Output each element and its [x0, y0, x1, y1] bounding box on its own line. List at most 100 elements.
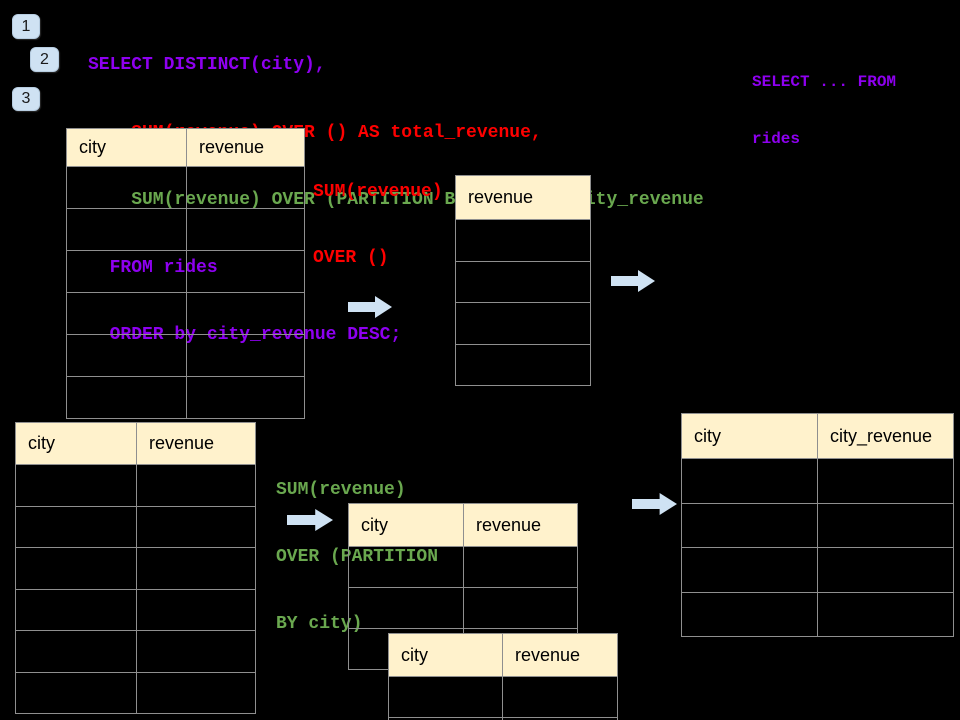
sql-line-from: FROM rides [88, 257, 218, 278]
table-cell [456, 220, 590, 261]
table-cell [16, 465, 137, 506]
table-cell [137, 590, 255, 631]
table-row [16, 671, 255, 713]
sql-line-select: SELECT DISTINCT(city), [88, 55, 326, 75]
select-from-note-line1: SELECT ... FROM [752, 73, 897, 91]
column-header-revenue: revenue [137, 423, 255, 464]
table-cell [389, 677, 503, 717]
table-cell [682, 592, 818, 636]
table-row [16, 588, 255, 631]
table-cell [682, 459, 818, 503]
table-partition-step-header: city revenue [349, 504, 577, 546]
table-cell [818, 593, 953, 637]
table-row [67, 334, 304, 376]
table-cell [464, 588, 577, 628]
column-header-revenue: revenue [464, 504, 577, 546]
table-cell [682, 503, 818, 547]
column-header-revenue: revenue [503, 634, 617, 676]
column-header-revenue: revenue [187, 129, 304, 166]
table-row [349, 546, 577, 587]
flow-arrow-right-icon [348, 296, 392, 318]
table-row [16, 505, 255, 548]
table-cell [187, 167, 304, 208]
table-cell [456, 345, 590, 386]
table-row [67, 166, 304, 208]
table-row [16, 630, 255, 672]
total-window-annotation-line1: SUM(revenue) [313, 182, 443, 202]
table-total-revenue: revenue [455, 175, 591, 386]
table-cell [67, 335, 187, 376]
table-cell [67, 293, 187, 334]
table-source-bottom: city revenue [15, 422, 256, 714]
table-cell [682, 548, 818, 592]
table-row [682, 591, 953, 637]
partition-window-annotation-line1: SUM(revenue) [276, 479, 406, 500]
table-cell [187, 335, 304, 376]
table-row [67, 208, 304, 250]
table-cell [137, 465, 255, 506]
table-cell [187, 293, 304, 334]
table-source-bottom-header: city revenue [16, 423, 255, 464]
table-cell [456, 262, 590, 303]
table-cell [16, 589, 137, 630]
table-row [16, 547, 255, 589]
flow-arrow-right-icon [632, 493, 677, 515]
table-cell [464, 547, 577, 587]
select-from-note-line2: rides [752, 130, 801, 148]
table-row [456, 302, 590, 344]
column-header-city: city [389, 634, 503, 676]
partition-window-annotation-line2: OVER (PARTITION [276, 547, 439, 568]
table-partition-step-overlay: city revenue [388, 633, 618, 720]
table-cell [187, 377, 304, 418]
table-cell [67, 251, 187, 292]
step-badge-1: 1 [12, 14, 40, 39]
table-cell [818, 459, 953, 503]
table-row [67, 250, 304, 292]
column-header-city-revenue: city_revenue [818, 414, 953, 458]
table-cell [16, 548, 137, 589]
table-row [349, 587, 577, 628]
table-row [389, 676, 617, 717]
flow-arrow-right-icon [287, 509, 333, 531]
step-badge-2-label: 2 [40, 50, 49, 68]
table-row [16, 464, 255, 506]
column-header-city: city [682, 414, 818, 458]
step-badge-1-label: 1 [21, 17, 31, 35]
step-badge-3: 3 [12, 87, 40, 111]
table-row [389, 717, 617, 720]
table-row [682, 458, 953, 503]
table-cell [349, 588, 464, 628]
table-cell [137, 548, 255, 589]
step-badge-3-label: 3 [21, 90, 31, 107]
table-cell [137, 631, 255, 672]
table-cell [818, 504, 953, 548]
table-cell [456, 303, 590, 344]
table-row [682, 547, 953, 592]
table-row [456, 343, 590, 386]
table-cell [503, 677, 617, 717]
table-cell [67, 209, 187, 250]
table-row [67, 376, 304, 418]
table-partition-step: city revenue [348, 503, 578, 670]
table-cell [16, 672, 137, 713]
table-cell [187, 251, 304, 292]
column-header-revenue: revenue [456, 176, 590, 219]
table-cell [67, 167, 187, 208]
column-header-city: city [16, 423, 137, 464]
table-source-top-header: city revenue [67, 129, 304, 166]
table-source-top: city revenue [66, 128, 305, 419]
flow-arrow-right-icon [611, 270, 655, 292]
table-cell [137, 507, 255, 548]
table-cell [389, 718, 503, 720]
table-row [456, 260, 590, 303]
select-from-note: SELECT ... FROM rides [752, 35, 896, 168]
total-window-annotation: SUM(revenue) OVER () [313, 137, 443, 291]
table-cell [187, 209, 304, 250]
step-badge-2: 2 [30, 47, 59, 72]
column-header-city: city [67, 129, 187, 166]
table-cell [67, 377, 187, 418]
total-window-annotation-line2: OVER () [313, 248, 389, 268]
table-partition-step-overlay-header: city revenue [389, 634, 617, 676]
table-cell [818, 548, 953, 592]
